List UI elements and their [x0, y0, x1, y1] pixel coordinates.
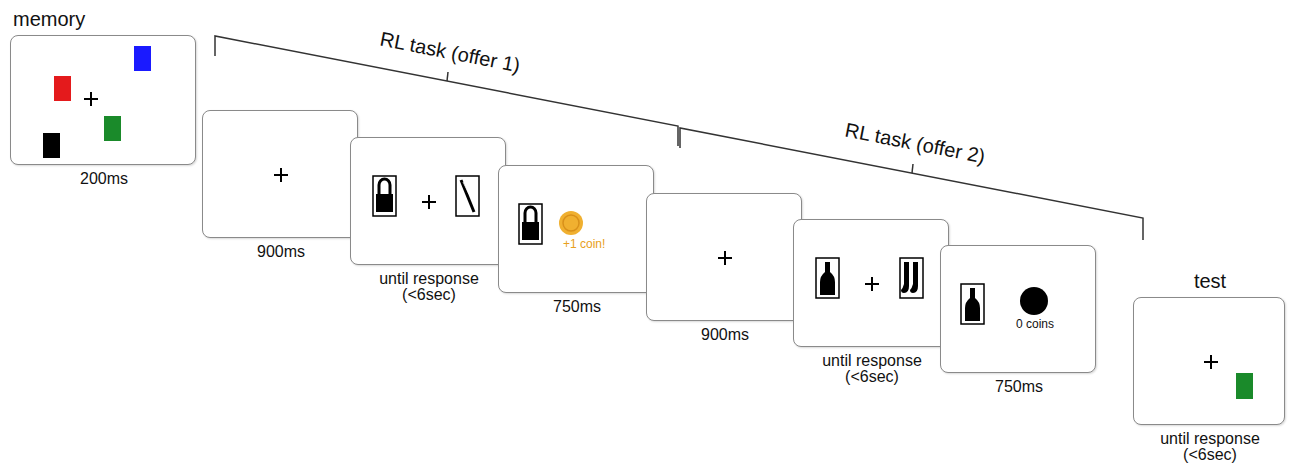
task-screen: memory200ms: [10, 35, 196, 165]
duration-label: 200ms: [34, 171, 174, 187]
duration-label: 750ms: [507, 299, 647, 315]
task-screen: until response (<6sec): [793, 219, 949, 347]
phase-heading: test: [1194, 270, 1226, 292]
task-screen: 900ms: [202, 110, 358, 238]
bracket-tick: [447, 72, 448, 81]
duration-label: 900ms: [211, 244, 351, 260]
duration-label: 900ms: [655, 327, 795, 343]
feedback-coin: [499, 166, 655, 294]
duration-label: until response (<6sec): [1140, 431, 1280, 463]
duration-label: until response (<6sec): [359, 271, 499, 303]
task-screen: 900ms: [646, 193, 802, 321]
phase-label: RL task (offer 2): [843, 119, 987, 168]
task-screen: until response (<6sec): [350, 137, 506, 265]
task-screen: testuntil response (<6sec): [1133, 297, 1285, 425]
fixation-cross: [647, 194, 803, 322]
phase-label: RL task (offer 1): [378, 28, 522, 77]
choice-offer: [794, 220, 950, 348]
feedback-none: [941, 246, 1097, 374]
task-screen: +1 coin!750ms: [498, 165, 654, 293]
fixation-cross: [203, 111, 359, 239]
duration-label: until response (<6sec): [802, 353, 942, 385]
phase-heading: memory: [13, 8, 85, 30]
reward-text: +1 coin!: [563, 238, 605, 251]
bracket-tick: [912, 164, 913, 173]
choice-offer: [351, 138, 507, 266]
reward-text: 0 coins: [1016, 318, 1054, 331]
memory-array: [11, 36, 197, 166]
test-probe: [1134, 298, 1286, 426]
task-screen: 0 coins750ms: [940, 245, 1096, 373]
duration-label: 750ms: [949, 379, 1089, 395]
